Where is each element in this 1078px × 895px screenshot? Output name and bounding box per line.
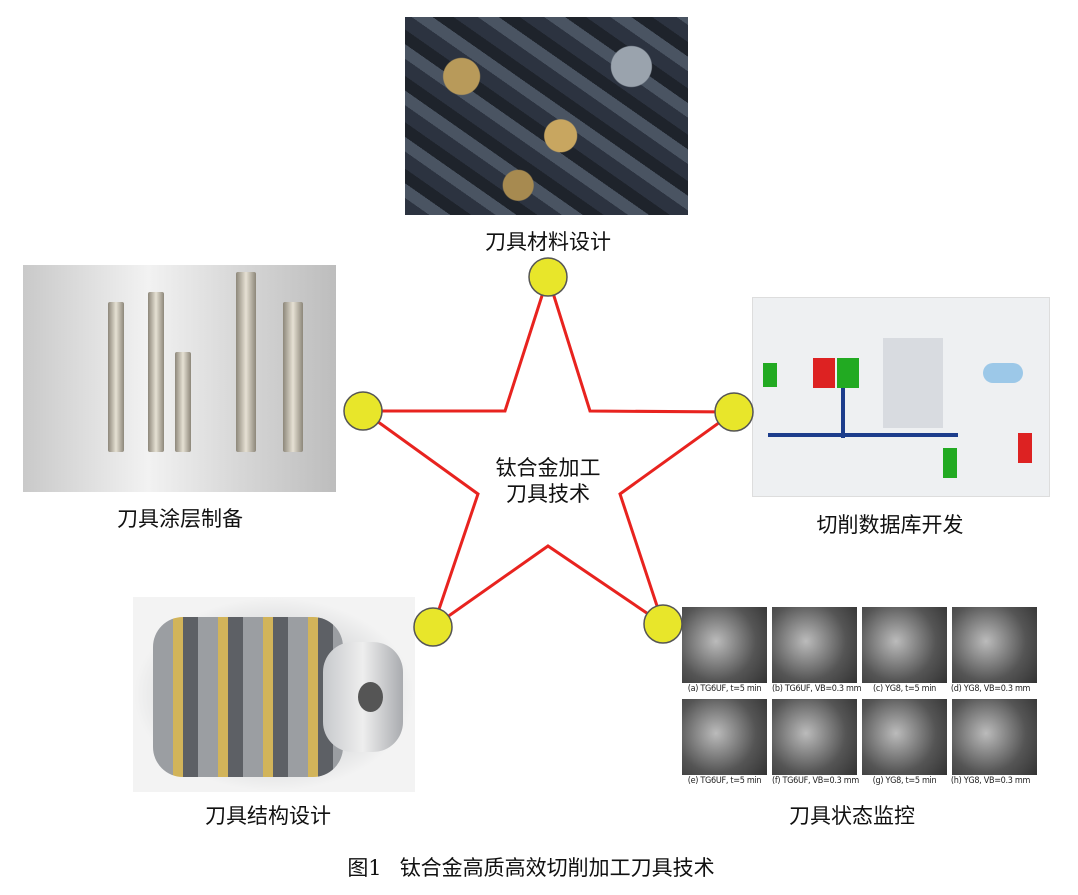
node-circle-material: [528, 257, 568, 297]
micrograph-caption: (g) YG8, t=5 min: [872, 776, 937, 786]
center-label-line1: 钛合金加工: [495, 456, 601, 480]
label-monitoring: 刀具状态监控: [789, 804, 915, 828]
node-circle-monitoring: [643, 604, 683, 644]
label-material: 刀具材料设计: [485, 230, 611, 254]
label-structure: 刀具结构设计: [205, 804, 331, 828]
node-circle-structure: [413, 607, 453, 647]
star-outline: [358, 272, 739, 631]
drill-image: [283, 302, 303, 452]
figure-number: 图1: [347, 856, 382, 880]
coated-drills-photo: [23, 265, 336, 492]
drill-image: [175, 352, 191, 452]
micrograph-caption: (f) TG6UF, VB=0.3 mm: [772, 776, 859, 786]
micrograph-caption: (b) TG6UF, VB=0.3 mm: [772, 684, 862, 694]
cutting-inserts-photo: [405, 17, 688, 215]
drill-image: [108, 302, 124, 452]
micrograph-caption: (h) YG8, VB=0.3 mm: [950, 776, 1031, 786]
center-label-line2: 刀具技术: [506, 482, 590, 506]
micrograph-caption: (a) TG6UF, t=5 min: [687, 684, 762, 694]
micrograph-caption: (d) YG8, VB=0.3 mm: [950, 684, 1031, 694]
milling-cutter-photo: [133, 597, 415, 792]
node-circle-database: [714, 392, 754, 432]
figure-title: 钛合金高质高效切削加工刀具技术: [399, 856, 715, 880]
label-database: 切削数据库开发: [816, 513, 964, 537]
tool-wear-micrographs: (a) TG6UF, t=5 min (b) TG6UF, VB=0.3 mm …: [680, 607, 1037, 790]
node-circle-coating: [343, 391, 383, 431]
figure-caption: 图1 钛合金高质高效切削加工刀具技术: [347, 852, 732, 882]
drill-image: [148, 292, 164, 452]
drill-image: [236, 272, 256, 452]
label-coating: 刀具涂层制备: [117, 507, 243, 531]
micrograph-caption: (c) YG8, t=5 min: [872, 684, 936, 694]
micrograph-caption: (e) TG6UF, t=5 min: [687, 776, 762, 786]
database-architecture-diagram: [752, 297, 1050, 497]
center-label: 钛合金加工 刀具技术: [496, 455, 601, 507]
